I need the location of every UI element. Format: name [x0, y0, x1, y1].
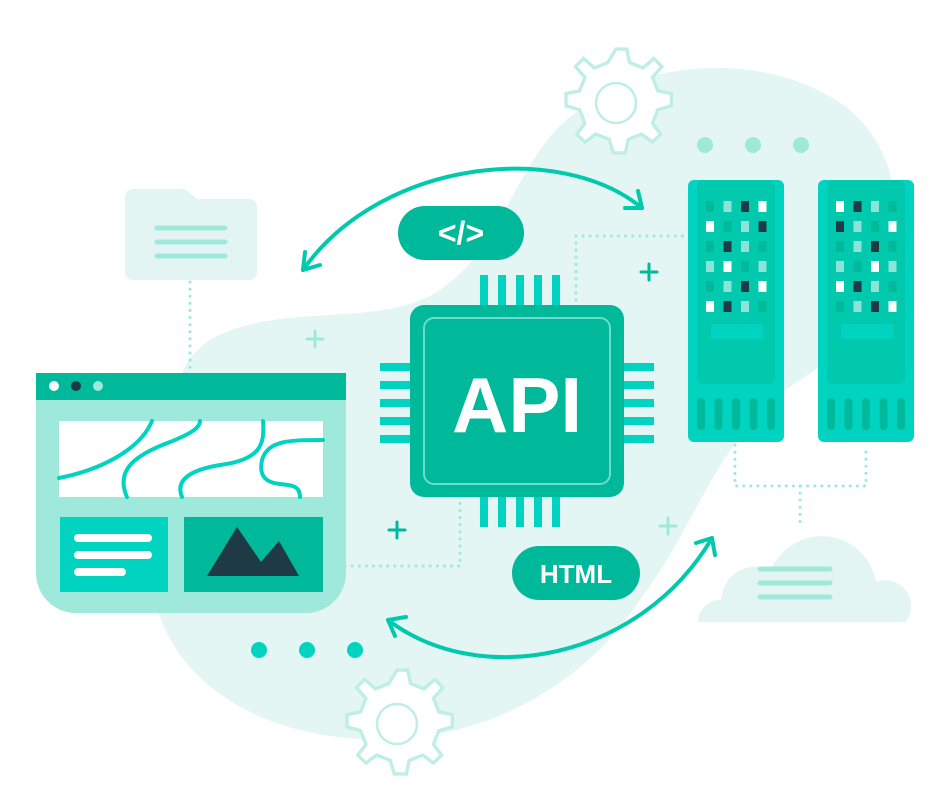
server-light: [706, 301, 714, 312]
server-light: [871, 201, 879, 212]
server-light: [888, 281, 897, 292]
html-badge: HTML: [512, 546, 640, 600]
server-icon: [688, 180, 784, 442]
mountain-image-icon: [207, 527, 299, 576]
code-badge: </>: [398, 206, 524, 260]
server-light: [758, 281, 767, 292]
server-light: [723, 301, 732, 312]
server-light: [871, 221, 879, 232]
server-light: [741, 301, 749, 312]
dots-decoration: [697, 137, 809, 153]
server-light: [836, 261, 844, 272]
server-light: [741, 241, 749, 252]
server-light: [706, 281, 714, 292]
dots-decoration: [251, 642, 363, 658]
server-light: [706, 221, 714, 232]
server-light: [723, 281, 732, 292]
server-light: [836, 281, 844, 292]
server-light: [758, 221, 767, 232]
server-light: [888, 221, 897, 232]
chip-icon: API: [380, 275, 654, 527]
server-light: [723, 241, 732, 252]
server-light: [758, 301, 767, 312]
server-light: [706, 201, 714, 212]
gear-icon: [345, 668, 454, 776]
server-light: [741, 261, 749, 272]
server-light: [853, 241, 862, 252]
server-light: [741, 281, 749, 292]
server-light: [706, 241, 714, 252]
server-light: [723, 201, 732, 212]
chip-label: API: [452, 361, 582, 449]
server-light: [836, 241, 844, 252]
server-light: [836, 301, 844, 312]
server-light: [853, 201, 862, 212]
server-light: [871, 301, 879, 312]
html-badge-label: HTML: [540, 559, 612, 589]
server-light: [871, 241, 879, 252]
server-icon: [818, 180, 914, 442]
server-light: [706, 261, 714, 272]
server-light: [758, 201, 767, 212]
server-light: [853, 301, 862, 312]
server-light: [888, 301, 897, 312]
folder-icon: [125, 189, 257, 280]
server-light: [758, 261, 767, 272]
server-light: [853, 221, 862, 232]
server-light: [888, 201, 897, 212]
server-light: [723, 261, 732, 272]
server-light: [758, 241, 767, 252]
gear-icon: [564, 47, 674, 155]
server-light: [888, 241, 897, 252]
server-light: [871, 261, 879, 272]
server-light: [888, 261, 897, 272]
plus-icon: [305, 262, 678, 540]
server-light: [836, 221, 844, 232]
code-badge-label: </>: [438, 215, 484, 251]
server-light: [853, 261, 862, 272]
server-light: [836, 201, 844, 212]
server-light: [741, 221, 749, 232]
cloud-icon: [698, 536, 912, 622]
server-light: [723, 221, 732, 232]
server-rack: [688, 180, 914, 442]
server-light: [741, 201, 749, 212]
server-light: [853, 281, 862, 292]
server-light: [871, 281, 879, 292]
arrow-icon: [301, 166, 717, 659]
dotted-connectors: [188, 234, 868, 568]
browser-window-icon: [36, 373, 346, 613]
